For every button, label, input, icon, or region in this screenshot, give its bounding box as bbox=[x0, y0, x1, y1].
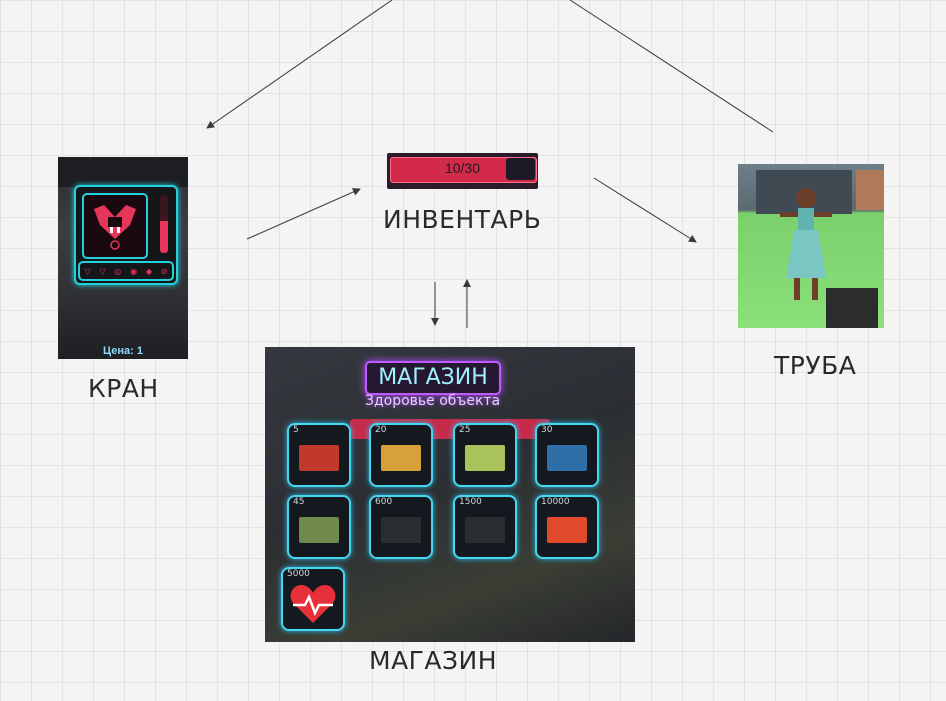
shop-slot[interactable]: 600 bbox=[369, 495, 433, 559]
kran-screenshot: ▽ ▽ ◎ ◉ ◆ ⊘ Цена: 1 bbox=[58, 157, 188, 359]
kran-top-shadow bbox=[58, 157, 188, 187]
vampire-icon-box bbox=[82, 193, 148, 259]
ability-icon: ▽ bbox=[99, 266, 106, 276]
kran-price: Цена: 1 bbox=[103, 345, 143, 357]
inventory-bar-empty bbox=[506, 158, 535, 180]
ability-icon: ◎ bbox=[114, 266, 122, 276]
rifle-blue-icon bbox=[547, 445, 587, 471]
shop-slot[interactable]: 25 bbox=[453, 423, 517, 487]
shop-screen-subtitle: Здоровье объекта bbox=[365, 393, 501, 409]
ability-icon: ▽ bbox=[84, 266, 91, 276]
slot-price: 600 bbox=[375, 497, 393, 507]
pipe-object bbox=[826, 288, 878, 328]
ability-icon: ◉ bbox=[130, 266, 138, 276]
arrow-top-to-truba bbox=[569, 0, 774, 133]
slot-price: 30 bbox=[541, 425, 553, 435]
rifle-icon bbox=[381, 445, 421, 471]
vampire-icon bbox=[94, 205, 136, 250]
kran-ability-icons: ▽ ▽ ◎ ◉ ◆ ⊘ bbox=[78, 261, 174, 281]
arrow-top-to-kran bbox=[206, 0, 393, 129]
heart-icon bbox=[290, 585, 336, 623]
shop-slot[interactable]: 1500 bbox=[453, 495, 517, 559]
slot-price: 5000 bbox=[287, 569, 310, 579]
slot-price: 5 bbox=[293, 425, 299, 435]
chainsaw-icon bbox=[547, 517, 587, 543]
slot-price: 20 bbox=[375, 425, 387, 435]
slot-price: 10000 bbox=[541, 497, 570, 507]
shop-slot[interactable]: 20 bbox=[369, 423, 433, 487]
shop-slot[interactable]: 45 bbox=[287, 495, 351, 559]
zombie-character-icon bbox=[780, 188, 832, 300]
shop-screen-title: МАГАЗИН bbox=[365, 361, 501, 395]
firecracker-icon bbox=[299, 445, 339, 471]
slot-price: 25 bbox=[459, 425, 471, 435]
kran-status-panel: ▽ ▽ ◎ ◉ ◆ ⊘ bbox=[74, 185, 178, 285]
turret-icon bbox=[381, 517, 421, 543]
kran-health-fill bbox=[160, 221, 168, 253]
truba-screenshot bbox=[738, 164, 884, 328]
kran-health-bar bbox=[160, 195, 168, 253]
gun-icon bbox=[465, 517, 505, 543]
inventory-label: ИНВЕНТАРЬ bbox=[383, 205, 542, 234]
shop-slot[interactable]: 5 bbox=[287, 423, 351, 487]
shop-screenshot: МАГАЗИН Здоровье объекта 5 20 25 30 45 6… bbox=[265, 347, 635, 642]
inventory-bar: 10/30 bbox=[387, 153, 538, 189]
arrow-kran-to-inventory bbox=[246, 188, 361, 240]
truba-label: ТРУБА bbox=[774, 351, 857, 380]
background-roof bbox=[856, 170, 884, 210]
kran-label: КРАН bbox=[88, 374, 159, 403]
shop-label: МАГАЗИН bbox=[369, 646, 498, 675]
rifle-green-icon bbox=[465, 445, 505, 471]
shop-slot[interactable]: 5000 bbox=[281, 567, 345, 631]
inventory-counter: 10/30 bbox=[444, 160, 481, 176]
crossbow-icon bbox=[299, 517, 339, 543]
ability-icon: ⊘ bbox=[160, 266, 168, 276]
slot-price: 1500 bbox=[459, 497, 482, 507]
ability-icon: ◆ bbox=[145, 266, 153, 276]
slot-price: 45 bbox=[293, 497, 305, 507]
shop-slot[interactable]: 30 bbox=[535, 423, 599, 487]
shop-slot[interactable]: 10000 bbox=[535, 495, 599, 559]
arrow-inventory-to-truba bbox=[593, 177, 697, 243]
